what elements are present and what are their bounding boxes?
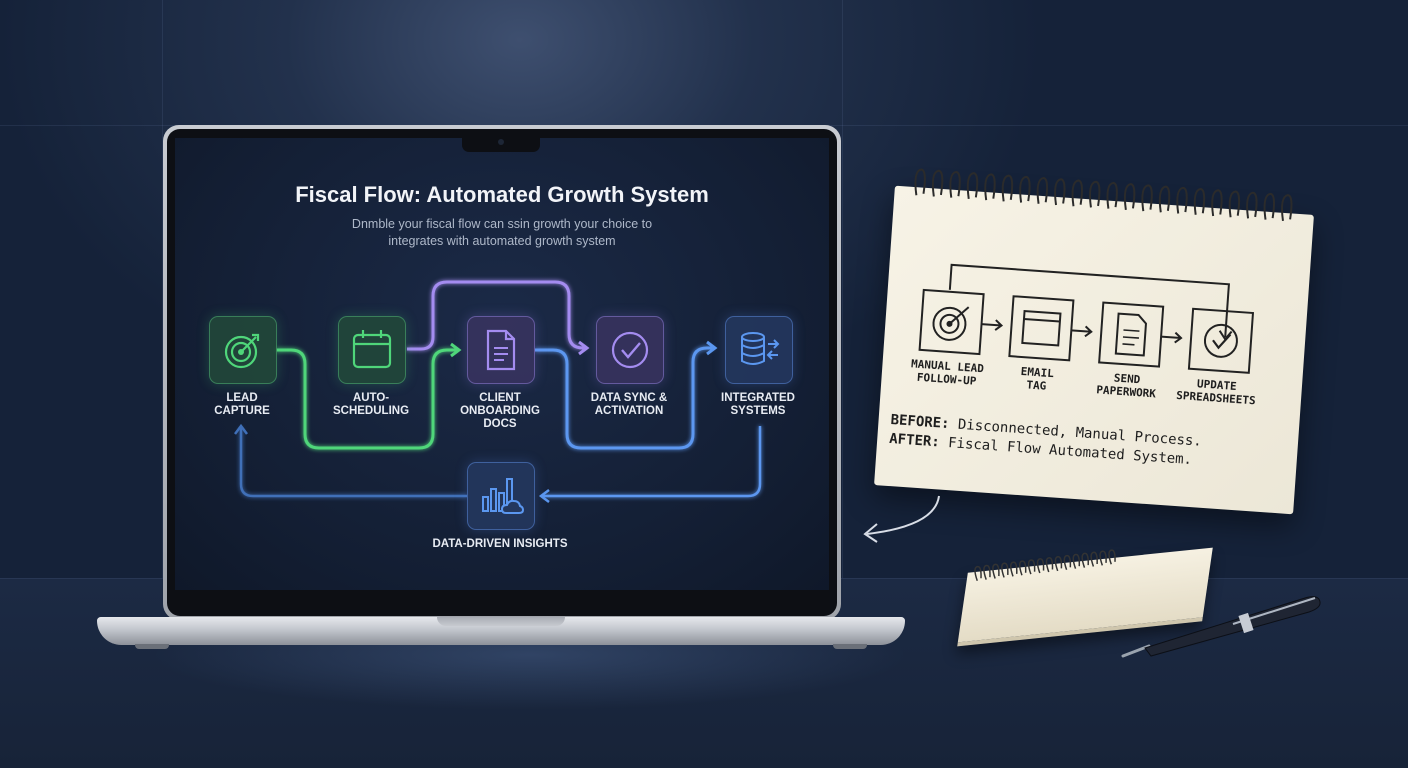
spiral-ring xyxy=(1001,174,1014,202)
database-sync-icon xyxy=(741,332,780,365)
spiral-ring xyxy=(1019,175,1031,203)
node-label-data-sync: DATA SYNC & ACTIVATION xyxy=(574,392,684,418)
arrow-head xyxy=(450,342,462,358)
screen-subtitle-line2: integrates with automated growth system xyxy=(388,234,616,248)
label-line: CLIENT xyxy=(479,392,521,404)
calendar-icon xyxy=(352,330,392,369)
spiral-ring xyxy=(931,169,944,197)
node-client-onboarding[interactable] xyxy=(467,316,535,384)
label-line: SYSTEMS xyxy=(730,405,786,417)
laptop-screen: Fiscal Flow: Automated Growth System Dnm… xyxy=(175,138,829,590)
spiral-ring xyxy=(1063,554,1072,571)
spiral-ring xyxy=(966,172,979,200)
spiral-ring xyxy=(1193,188,1206,215)
arrow-head xyxy=(234,423,248,435)
node-auto-scheduling[interactable] xyxy=(338,316,406,384)
spiral-ring xyxy=(1072,553,1081,569)
grid-line xyxy=(842,0,843,578)
spiral-ring xyxy=(1281,194,1293,222)
notepad-spiral xyxy=(974,549,1116,581)
node-label-auto-scheduling: AUTO- SCHEDULING xyxy=(316,392,426,418)
spiral-ring xyxy=(1123,183,1136,211)
node-label-data-insights: DATA-DRIVEN INSIGHTS xyxy=(415,538,585,551)
spiral-ring xyxy=(1009,561,1018,577)
spiral-ring xyxy=(1027,559,1036,575)
spiral-ring xyxy=(992,563,1000,579)
label-line: ONBOARDING xyxy=(460,405,540,417)
spiral-ring xyxy=(1090,551,1098,567)
spiral-ring xyxy=(1054,178,1066,206)
spiral-ring xyxy=(1263,192,1276,220)
pen-icon xyxy=(1121,596,1321,658)
connector-return xyxy=(543,426,762,498)
curved-arrow-icon xyxy=(863,495,940,543)
spiral-ring xyxy=(914,168,926,196)
arrow-head xyxy=(706,340,718,356)
arrow-head xyxy=(578,340,590,356)
screen-subtitle-line1: Dnmble your fiscal flow can ssin growth … xyxy=(351,217,653,231)
label-line: CAPTURE xyxy=(214,405,270,417)
flow-connectors xyxy=(234,280,762,503)
spiral-ring xyxy=(1071,179,1083,207)
notebook-sketch xyxy=(918,263,1255,374)
laptop-foot xyxy=(135,644,169,649)
node-lead-capture[interactable] xyxy=(209,316,277,384)
spiral-ring xyxy=(949,170,961,198)
label-line: INTEGRATED xyxy=(721,392,795,404)
label-line: LEAD xyxy=(226,392,258,404)
spiral-ring xyxy=(1211,189,1223,217)
spiral-ring xyxy=(1141,184,1153,212)
label-line: DATA SYNC & xyxy=(590,392,668,404)
spiral-ring xyxy=(1018,560,1027,576)
spiral-ring xyxy=(984,173,996,201)
target-icon xyxy=(224,333,260,369)
node-data-sync[interactable] xyxy=(596,316,664,384)
document-icon xyxy=(486,329,516,371)
arrow-head xyxy=(538,489,550,503)
spiral-ring xyxy=(1176,186,1188,214)
screen-title: Fiscal Flow: Automated Growth System xyxy=(295,182,709,207)
label-line: ACTIVATION xyxy=(594,405,664,417)
label-line: DOCS xyxy=(483,418,517,430)
screen-subtitle: Dnmble your fiscal flow can ssin growth … xyxy=(322,216,682,250)
grid-line xyxy=(162,0,163,578)
spiral-ring xyxy=(1001,562,1009,578)
label-line: DATA-DRIVEN INSIGHTS xyxy=(432,538,568,550)
camera-dot xyxy=(498,139,504,145)
node-label-integrated-systems: INTEGRATED SYSTEMS xyxy=(703,392,813,418)
spiral-ring xyxy=(1228,190,1241,218)
spiral-ring xyxy=(974,565,982,581)
spiral-ring xyxy=(1246,191,1258,219)
spiral-ring xyxy=(1081,552,1089,568)
spiral-ring xyxy=(1106,181,1118,209)
connector-blue xyxy=(535,346,713,450)
spiral-ring xyxy=(1158,185,1171,213)
before-label: BEFORE: xyxy=(890,412,951,433)
node-integrated-systems[interactable] xyxy=(725,316,793,384)
laptop-base-notch xyxy=(437,617,565,626)
laptop-foot xyxy=(833,644,867,649)
spiral-ring xyxy=(1088,180,1101,208)
spiral-notebook: MANUAL LEAD FOLLOW-UP EMAIL TAG SEND PAP… xyxy=(874,168,1314,515)
spiral-ring xyxy=(1045,557,1054,573)
node-label-client-onboarding: CLIENT ONBOARDING DOCS xyxy=(445,392,555,431)
node-data-insights[interactable] xyxy=(467,462,535,530)
after-label: AFTER: xyxy=(888,430,941,451)
node-label-lead-capture: LEAD CAPTURE xyxy=(187,392,297,418)
label-line: AUTO- xyxy=(352,392,390,404)
spiral-ring xyxy=(1108,549,1116,565)
spiral-ring xyxy=(1036,558,1045,574)
spiral-ring xyxy=(983,564,991,580)
spiral-ring xyxy=(1099,550,1107,566)
check-circle-icon xyxy=(611,331,649,369)
label-line: SCHEDULING xyxy=(332,405,410,417)
connector-green xyxy=(276,348,457,450)
connector-purple xyxy=(407,280,585,351)
spiral-ring xyxy=(1036,177,1049,204)
connector-loop xyxy=(239,428,467,498)
spiral-binding xyxy=(914,168,1293,222)
chart-cloud-icon xyxy=(482,478,525,514)
spiral-ring xyxy=(1054,555,1063,572)
